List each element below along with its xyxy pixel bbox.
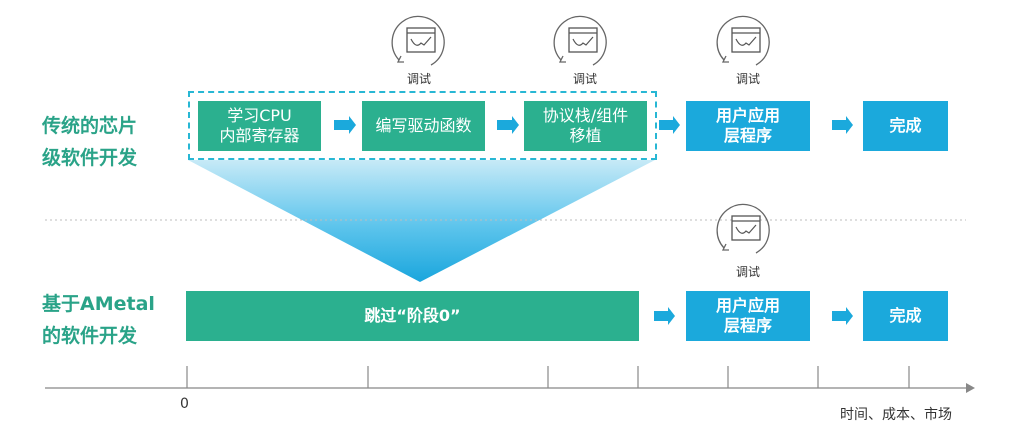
step-skip-stage0: 跳过“阶段0” [186, 291, 639, 341]
axis-ticks [186, 366, 910, 388]
step-text: 移植 [569, 126, 602, 145]
step-text: 层程序 [723, 316, 772, 335]
debug-label: 调试 [735, 265, 760, 279]
step-text: 跳过“阶段0” [364, 306, 461, 325]
step-user-app-top: 用户应用 层程序 [686, 101, 810, 151]
step-text: 完成 [889, 306, 922, 325]
step-done-top: 完成 [863, 101, 948, 151]
axis-arrowhead [966, 383, 975, 393]
arrow-1 [334, 116, 356, 134]
step-text: 内部寄存器 [219, 126, 300, 145]
row-label-line: 传统的芯片 [42, 115, 138, 137]
step-text: 层程序 [723, 126, 772, 145]
step-text: 用户应用 [715, 296, 780, 315]
step-text: 完成 [889, 116, 922, 135]
row-label-line: 基于AMetal [42, 293, 155, 315]
debug-window-icon [716, 203, 770, 254]
step-write-drivers: 编写驱动函数 [362, 101, 485, 151]
arrow-3 [659, 116, 680, 134]
step-user-app-bottom: 用户应用 层程序 [686, 291, 810, 341]
step-port-stack: 协议栈/组件 移植 [524, 101, 647, 151]
step-learn-registers: 学习CPU 内部寄存器 [198, 101, 321, 151]
row-label-line: 的软件开发 [42, 325, 138, 347]
funnel-shape [188, 160, 655, 282]
row-label-ametal: 基于AMetal 的软件开发 [42, 288, 155, 352]
debug-window-icon [553, 15, 607, 66]
debug-window-icon [716, 15, 770, 66]
debug-label: 调试 [406, 72, 431, 86]
arrow-6 [832, 307, 853, 325]
row-label-traditional: 传统的芯片 级软件开发 [42, 110, 137, 174]
axis-label: 时间、成本、市场 [840, 407, 952, 423]
step-text: 编写驱动函数 [375, 116, 472, 135]
step-text: 协议栈/组件 [542, 106, 629, 125]
step-text: 用户应用 [715, 106, 780, 125]
debug-window-icon [391, 15, 445, 66]
stage0-frame [188, 91, 657, 160]
step-text: 学习CPU [227, 106, 292, 125]
arrow-4 [832, 116, 853, 134]
debug-label: 调试 [572, 72, 597, 86]
arrow-5 [654, 307, 675, 325]
axis-origin-label: 0 [180, 396, 189, 412]
arrow-2 [497, 116, 519, 134]
step-done-bottom: 完成 [863, 291, 948, 341]
debug-label: 调试 [735, 72, 760, 86]
row-label-line: 级软件开发 [42, 147, 138, 169]
